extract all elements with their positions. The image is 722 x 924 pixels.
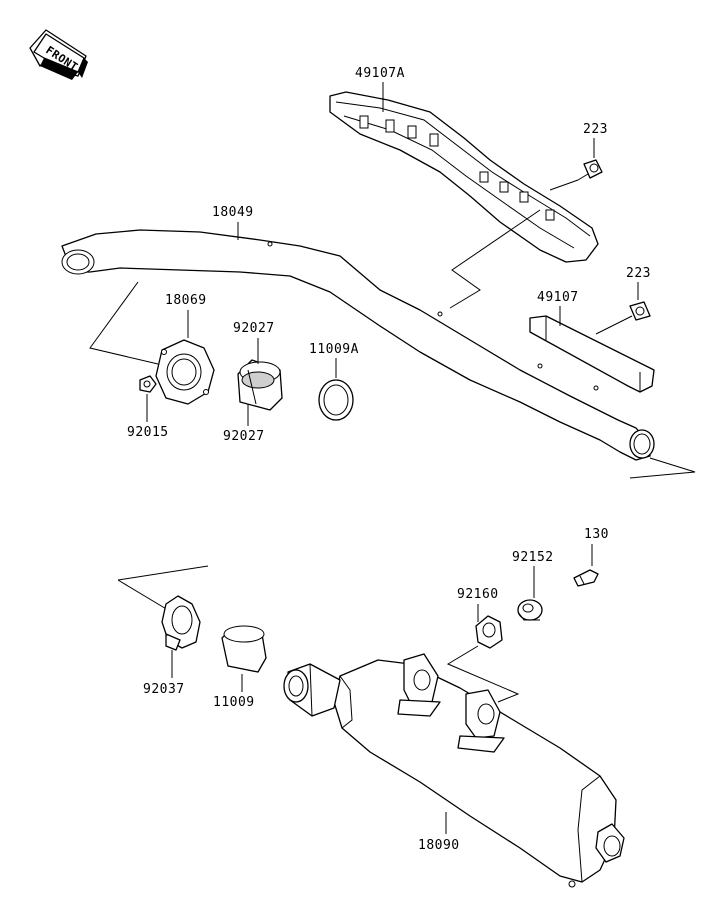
- label-92015: 92015: [127, 425, 169, 440]
- label-18090: 18090: [418, 838, 460, 853]
- label-92027-top: 92027: [233, 321, 275, 336]
- label-223-top: 223: [583, 122, 608, 137]
- label-18049: 18049: [212, 205, 254, 220]
- label-18069: 18069: [165, 293, 207, 308]
- label-92037: 92037: [143, 682, 185, 697]
- muffler-18090: [283, 653, 625, 888]
- label-92160: 92160: [457, 587, 499, 602]
- front-arrow-badge: FRONT: [29, 29, 88, 80]
- label-130: 130: [584, 527, 609, 542]
- heat-guard-49107A: [329, 91, 599, 263]
- label-92152: 92152: [512, 550, 554, 565]
- flange-18069: [155, 339, 215, 405]
- label-49107: 49107: [537, 290, 579, 305]
- nut-92015: [139, 375, 157, 393]
- label-11009A: 11009A: [309, 342, 359, 357]
- clamp-92037: [161, 595, 201, 651]
- ring-92027: [237, 359, 283, 411]
- label-11009: 11009: [213, 695, 255, 710]
- grommet-92160: [475, 615, 503, 649]
- heat-guard-49107: [529, 315, 655, 393]
- exhaust-pipe-18049: [61, 229, 655, 461]
- label-92027-bot: 92027: [223, 429, 265, 444]
- collar-92152: [517, 599, 543, 621]
- bolt-130: [573, 569, 599, 587]
- bolt-223-mid: [623, 301, 651, 321]
- gasket-11009A: [318, 379, 354, 421]
- label-49107A: 49107A: [355, 66, 405, 81]
- gasket-11009: [221, 625, 267, 673]
- label-223-mid: 223: [626, 266, 651, 281]
- bolt-223-top: [577, 159, 603, 181]
